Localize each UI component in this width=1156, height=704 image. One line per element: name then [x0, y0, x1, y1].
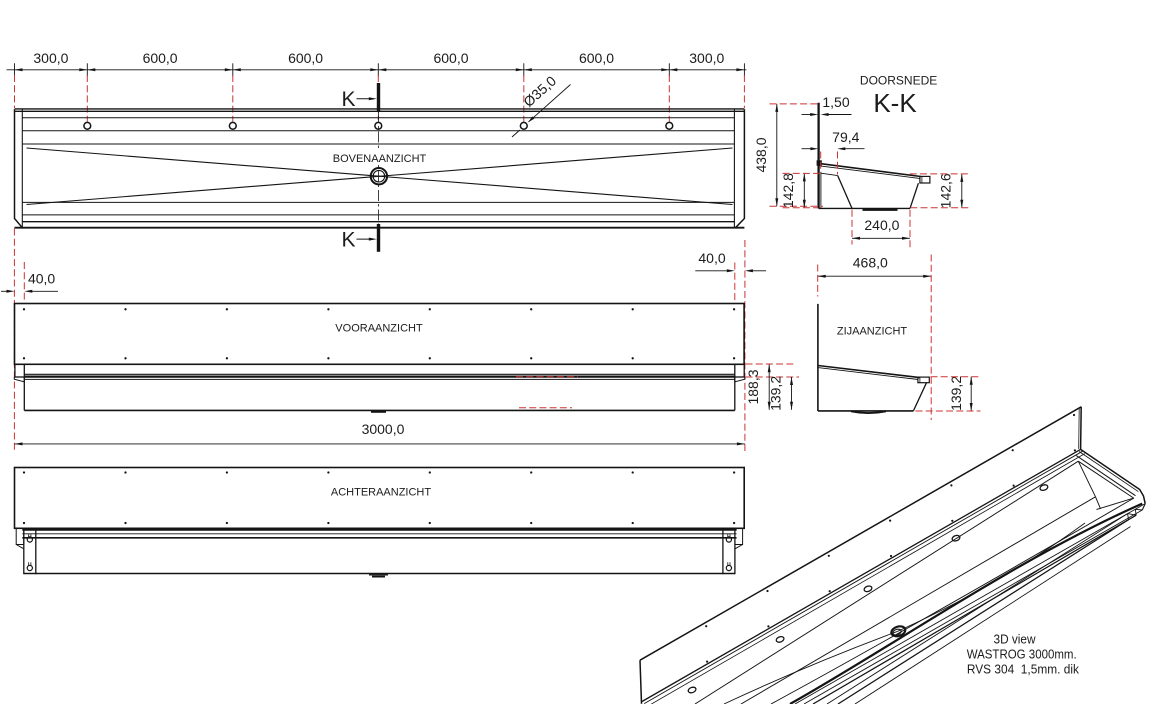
svg-text:600,0: 600,0: [288, 50, 323, 66]
svg-text:139,2: 139,2: [767, 376, 783, 411]
svg-text:300,0: 300,0: [689, 50, 724, 66]
svg-text:VOORAANZICHT: VOORAANZICHT: [335, 323, 423, 335]
svg-text:79,4: 79,4: [832, 129, 859, 145]
svg-text:ZIJAANZICHT: ZIJAANZICHT: [837, 326, 908, 338]
svg-text:WASTROG 3000mm.: WASTROG 3000mm.: [967, 647, 1077, 662]
svg-text:3000,0: 3000,0: [362, 421, 405, 437]
svg-text:240,0: 240,0: [864, 217, 899, 233]
svg-text:1,50: 1,50: [822, 94, 849, 110]
svg-text:K-K: K-K: [873, 88, 917, 118]
svg-text:300,0: 300,0: [33, 50, 68, 66]
svg-text:139,2: 139,2: [948, 376, 964, 411]
svg-text:BOVENAANZICHT: BOVENAANZICHT: [333, 153, 427, 165]
svg-text:188,3: 188,3: [745, 369, 761, 404]
svg-text:K: K: [341, 88, 355, 111]
svg-text:468,0: 468,0: [853, 254, 888, 270]
svg-text:40,0: 40,0: [28, 270, 55, 286]
svg-text:40,0: 40,0: [698, 250, 725, 266]
svg-text:438,0: 438,0: [753, 137, 769, 172]
svg-text:600,0: 600,0: [433, 50, 468, 66]
svg-text:DOORSNEDE: DOORSNEDE: [860, 74, 937, 88]
svg-text:3D view: 3D view: [994, 632, 1037, 647]
svg-text:600,0: 600,0: [579, 50, 614, 66]
svg-text:RVS 304 1,5mm. dik: RVS 304 1,5mm. dik: [967, 661, 1079, 676]
svg-text:600,0: 600,0: [143, 50, 178, 66]
svg-text:ACHTERAANZICHT: ACHTERAANZICHT: [331, 487, 432, 499]
svg-text:142,8: 142,8: [780, 173, 796, 208]
svg-text:142,6: 142,6: [938, 173, 954, 208]
svg-text:K: K: [341, 228, 355, 251]
